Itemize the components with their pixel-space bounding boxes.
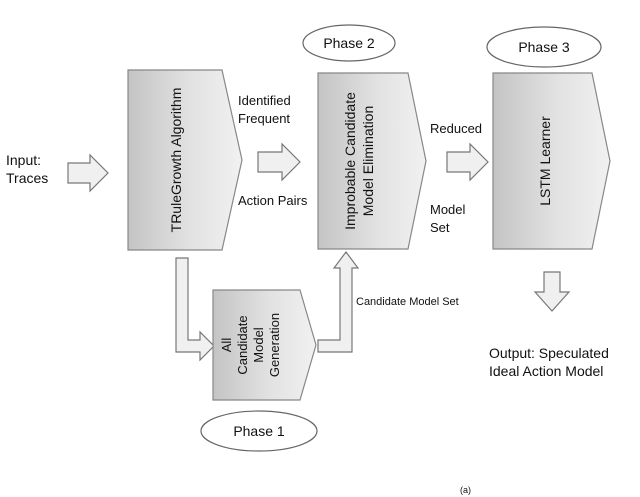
improbable-label-line1: Improbable Candidate <box>342 92 358 230</box>
all-candidate-line3: Model <box>251 327 266 363</box>
phase3-oval <box>486 26 602 68</box>
all-candidate-line1: All <box>219 338 234 353</box>
reduced-set-arrow <box>446 142 489 182</box>
lstm-label: LSTM Learner <box>537 116 553 206</box>
model-label: Model <box>430 202 466 217</box>
set-label: Set <box>430 220 450 235</box>
identified-label: Identified <box>238 93 291 108</box>
generation-feed-arrow <box>175 257 215 362</box>
output-arrow <box>533 271 571 312</box>
trulegrowth-box <box>127 69 243 251</box>
all-candidate-generation-box <box>212 289 317 401</box>
trulegrowth-label: TRuleGrowth Algorithm <box>168 88 184 233</box>
frequent-label: Frequent <box>238 111 290 126</box>
reduced-label: Reduced <box>430 121 482 136</box>
output-label-line1: Output: Speculated <box>489 345 609 361</box>
phase1-oval <box>200 410 318 452</box>
candidate-model-set-arrow <box>317 251 360 353</box>
frequent-pairs-arrow <box>257 142 301 182</box>
phase2-oval <box>302 24 396 62</box>
phase3-label: Phase 3 <box>518 39 570 55</box>
figure-caption: (a) <box>460 485 471 495</box>
input-label-line2: Traces <box>6 170 48 186</box>
output-label-line2: Ideal Action Model <box>489 363 603 379</box>
phase1-label: Phase 1 <box>233 423 285 439</box>
lstm-learner-box <box>492 72 611 250</box>
candidate-model-set-label: Candidate Model Set <box>356 296 459 308</box>
improbable-label-line2: Model Elimination <box>360 106 376 217</box>
phase2-label: Phase 2 <box>323 35 375 51</box>
improbable-elimination-box <box>317 72 427 250</box>
action-pairs-label: Action Pairs <box>238 193 308 208</box>
all-candidate-line2: Candidate <box>235 315 250 374</box>
input-arrow <box>67 153 109 193</box>
all-candidate-line4: Generation <box>267 313 282 377</box>
input-label-line1: Input: <box>6 152 41 168</box>
